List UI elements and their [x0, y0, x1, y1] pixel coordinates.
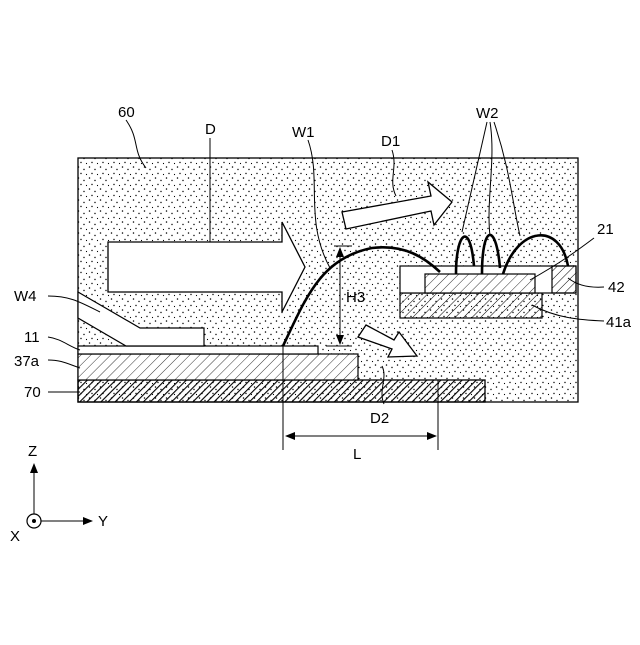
die-pad-41a: [400, 293, 542, 318]
label-chip: 21: [597, 221, 614, 238]
label-base: 70: [24, 384, 41, 401]
label-part-11: 11: [24, 329, 40, 346]
axis-z-label: Z: [28, 443, 37, 460]
label-flow-lower: D2: [370, 410, 389, 427]
axis-x-label: X: [10, 528, 20, 545]
label-flow-main: D: [205, 121, 216, 138]
axis-indicator: Z Y X: [10, 443, 108, 545]
label-wire-w4: W4: [14, 288, 37, 305]
label-flow-upper: D1: [381, 133, 400, 150]
label-die-pad: 41a: [606, 314, 632, 331]
label-height: H3: [346, 289, 365, 306]
label-resin: 60: [118, 104, 135, 121]
label-part-37a: 37a: [14, 353, 40, 370]
label-wire-w1: W1: [292, 124, 315, 141]
label-wire-w2: W2: [476, 105, 499, 122]
label-length: L: [353, 446, 361, 463]
axis-y-label: Y: [98, 513, 108, 530]
base-70: [78, 380, 485, 402]
leader-11: [48, 337, 80, 350]
leader-37a: [48, 360, 80, 368]
label-pad-42: 42: [608, 279, 625, 296]
part-11: [78, 346, 318, 354]
